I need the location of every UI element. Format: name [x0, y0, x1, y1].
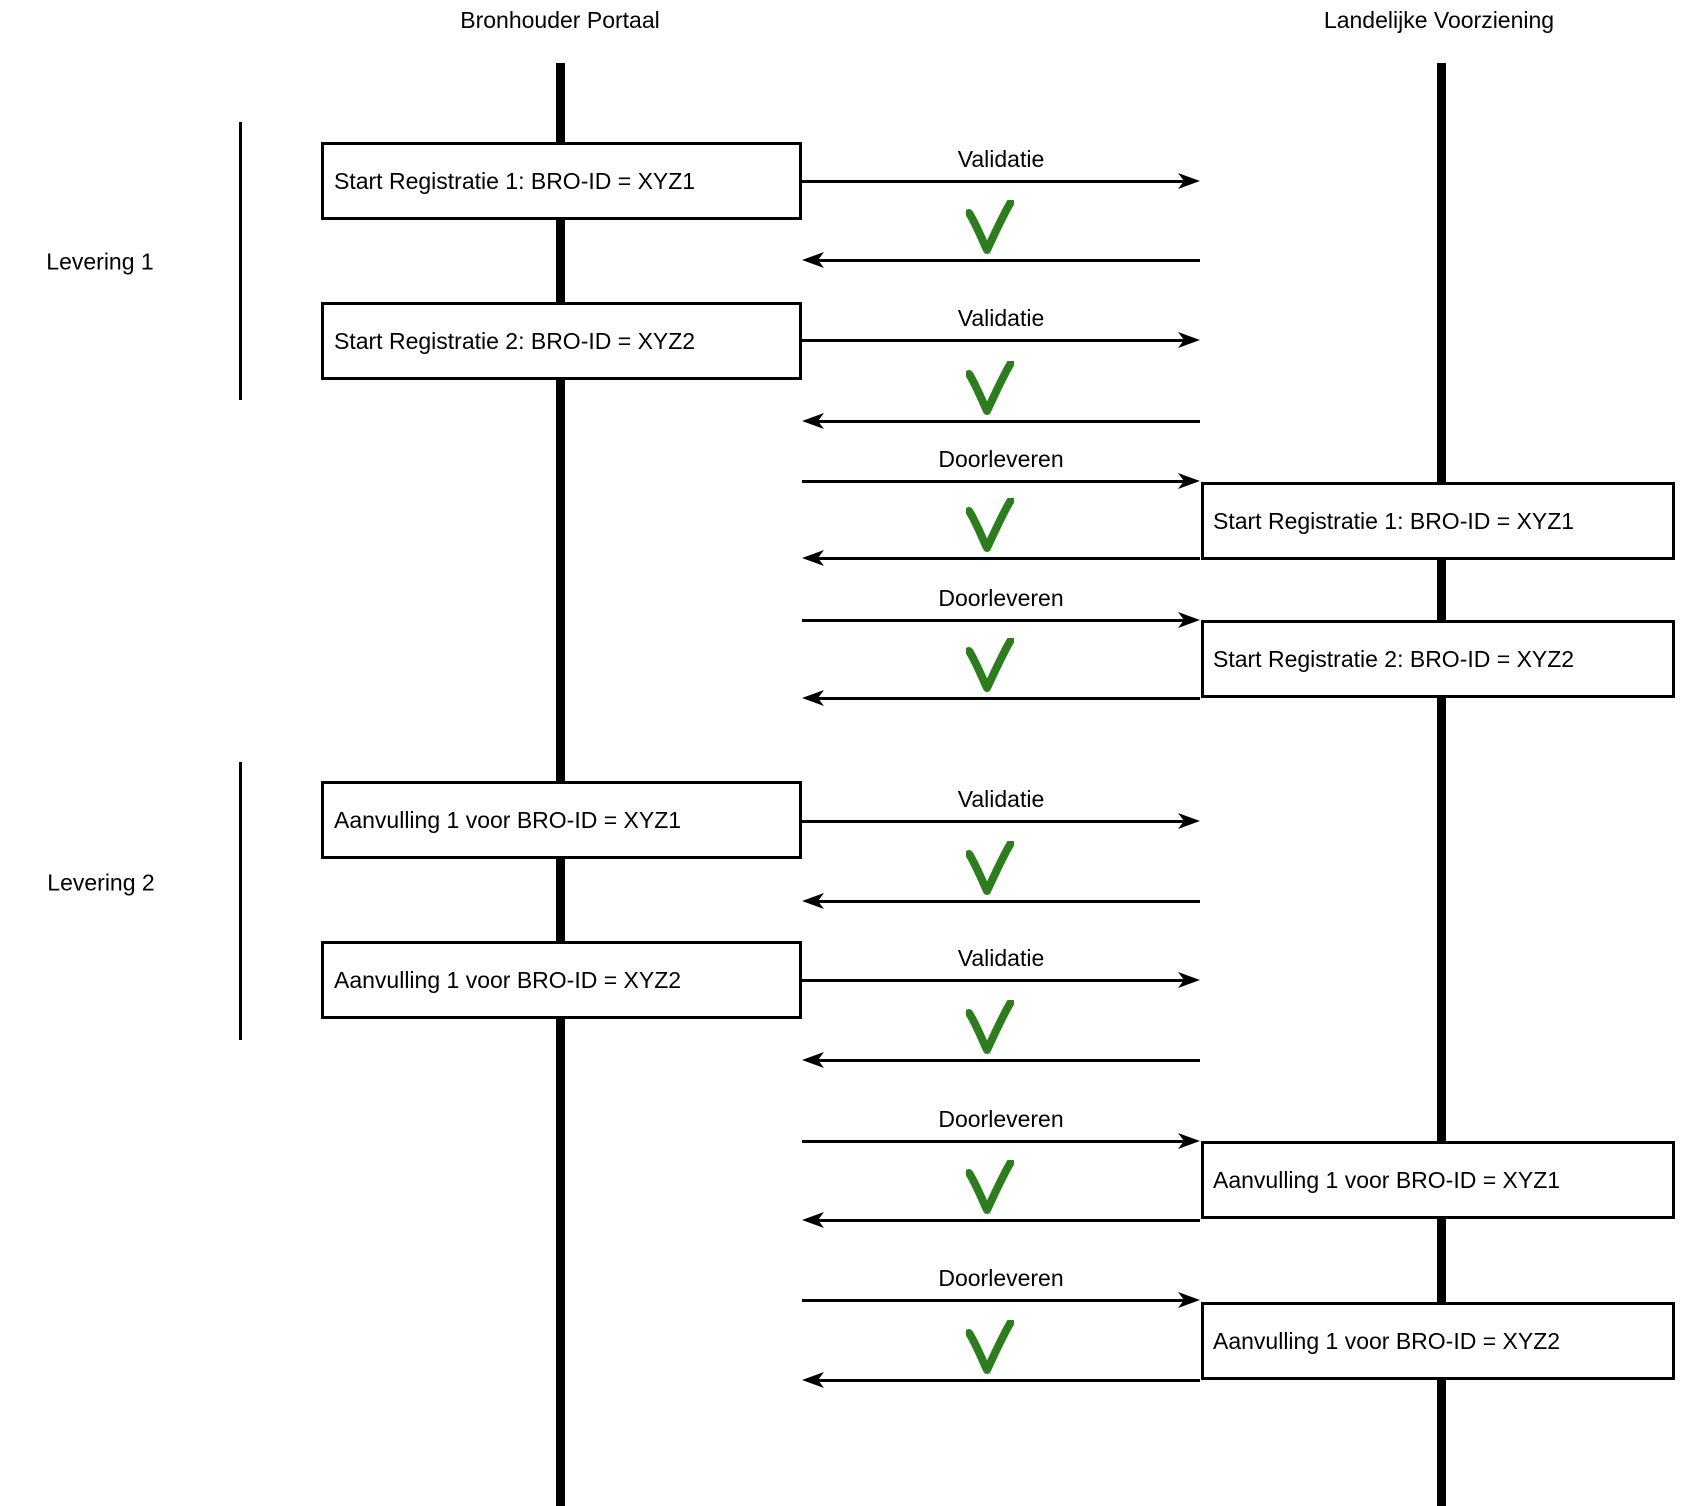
message-arrow-return — [816, 259, 1200, 262]
group-label-levering-1: Levering 1 — [46, 248, 154, 275]
success-checkmark-icon — [966, 1320, 1014, 1374]
message-arrow-return — [816, 1379, 1200, 1382]
arrowhead-left-icon — [802, 1052, 824, 1068]
arrowhead-right-icon — [1178, 173, 1200, 189]
message-arrow-forward — [802, 339, 1186, 342]
message-arrow-forward — [802, 820, 1186, 823]
success-checkmark-icon — [966, 841, 1014, 895]
success-checkmark-icon — [966, 1000, 1014, 1054]
arrowhead-left-icon — [802, 413, 824, 429]
message-label: Doorleveren — [938, 1265, 1064, 1291]
message-label: Validatie — [957, 786, 1045, 812]
success-checkmark-icon — [966, 1160, 1014, 1214]
arrowhead-right-icon — [1178, 972, 1200, 988]
message-arrow-forward — [802, 480, 1186, 483]
lifeline-landelijke-voorziening — [1437, 63, 1446, 1506]
group-label-levering-2: Levering 2 — [47, 869, 155, 896]
message-arrow-return — [816, 697, 1200, 700]
arrowhead-right-icon — [1178, 473, 1200, 489]
message-arrow-return — [816, 557, 1200, 560]
message-label: Doorleveren — [938, 446, 1064, 472]
arrowhead-right-icon — [1178, 1133, 1200, 1149]
arrowhead-left-icon — [802, 252, 824, 268]
group-bracket-levering-2 — [239, 762, 242, 1040]
message-label: Validatie — [957, 945, 1045, 971]
arrowhead-left-icon — [802, 893, 824, 909]
message-arrow-forward — [802, 979, 1186, 982]
success-checkmark-icon — [966, 200, 1014, 254]
arrowhead-left-icon — [802, 1372, 824, 1388]
message-arrow-return — [816, 900, 1200, 903]
success-checkmark-icon — [966, 638, 1014, 692]
message-arrow-forward — [802, 619, 1186, 622]
message-arrow-forward — [802, 1140, 1186, 1143]
participant-label-bronhouder-portaal: Bronhouder Portaal — [460, 7, 660, 33]
arrowhead-left-icon — [802, 690, 824, 706]
message-label: Validatie — [957, 305, 1045, 331]
arrowhead-right-icon — [1178, 612, 1200, 628]
message-box-left: Start Registratie 1: BRO-ID = XYZ1 — [321, 142, 802, 220]
arrowhead-right-icon — [1178, 332, 1200, 348]
message-box-right: Aanvulling 1 voor BRO-ID = XYZ2 — [1201, 1302, 1675, 1380]
arrowhead-right-icon — [1178, 1292, 1200, 1308]
message-box-right: Aanvulling 1 voor BRO-ID = XYZ1 — [1201, 1141, 1675, 1219]
arrowhead-right-icon — [1178, 813, 1200, 829]
message-box-left: Start Registratie 2: BRO-ID = XYZ2 — [321, 302, 802, 380]
message-arrow-return — [816, 1219, 1200, 1222]
arrowhead-left-icon — [802, 550, 824, 566]
message-arrow-return — [816, 420, 1200, 423]
message-arrow-return — [816, 1059, 1200, 1062]
message-label: Doorleveren — [938, 585, 1064, 611]
arrowhead-left-icon — [802, 1212, 824, 1228]
success-checkmark-icon — [966, 498, 1014, 552]
message-box-right: Start Registratie 2: BRO-ID = XYZ2 — [1201, 620, 1675, 698]
participant-label-landelijke-voorziening: Landelijke Voorziening — [1323, 7, 1555, 33]
message-box-left: Aanvulling 1 voor BRO-ID = XYZ1 — [321, 781, 802, 859]
message-arrow-forward — [802, 180, 1186, 183]
message-box-right: Start Registratie 1: BRO-ID = XYZ1 — [1201, 482, 1675, 560]
message-label: Validatie — [957, 146, 1045, 172]
group-bracket-levering-1 — [239, 122, 242, 400]
message-label: Doorleveren — [938, 1106, 1064, 1132]
message-box-left: Aanvulling 1 voor BRO-ID = XYZ2 — [321, 941, 802, 1019]
message-arrow-forward — [802, 1299, 1186, 1302]
success-checkmark-icon — [966, 361, 1014, 415]
